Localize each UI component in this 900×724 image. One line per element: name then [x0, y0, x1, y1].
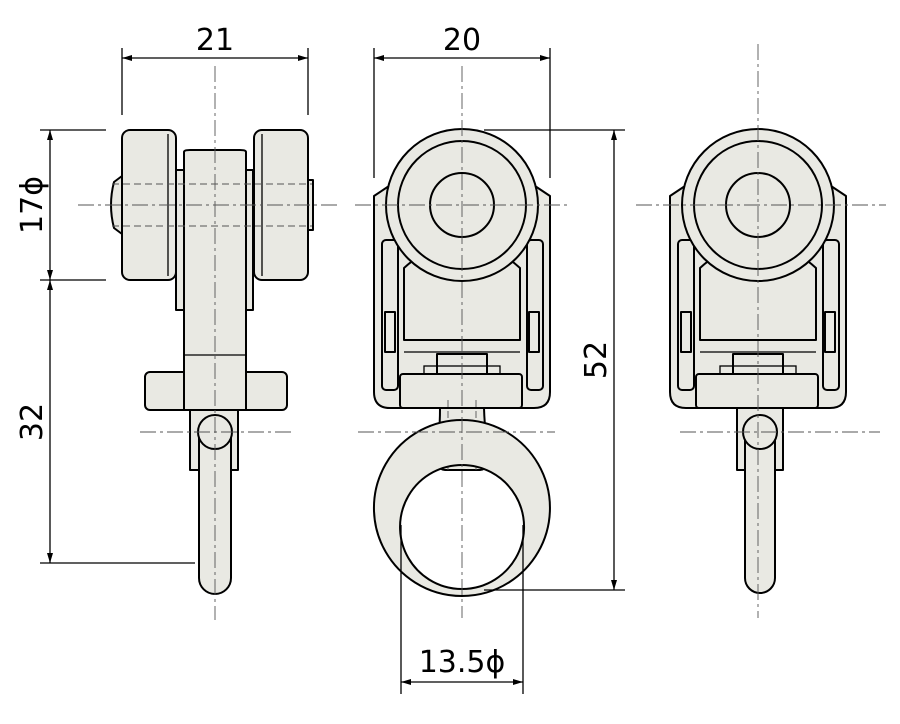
front-view — [355, 66, 570, 618]
dim-width-left: 21 — [196, 23, 234, 58]
dim-width-center: 20 — [443, 23, 481, 58]
dim-roller-diameter: 17ϕ — [15, 176, 50, 234]
front-base-plate — [399, 373, 523, 409]
front-swivel-ring — [372, 419, 551, 597]
dimensions: 21 20 17ϕ 32 52 13.5ϕ — [15, 23, 625, 694]
side-view — [78, 66, 340, 620]
side-body — [183, 149, 247, 411]
back-view — [636, 44, 886, 618]
left-hub-plate — [175, 169, 185, 311]
dim-ring-diameter: 13.5ϕ — [419, 645, 506, 680]
dim-height-lower: 32 — [15, 403, 50, 441]
back-base-plate — [695, 373, 819, 409]
back-hook-shank — [744, 431, 776, 594]
dim-height-total: 52 — [579, 341, 614, 379]
